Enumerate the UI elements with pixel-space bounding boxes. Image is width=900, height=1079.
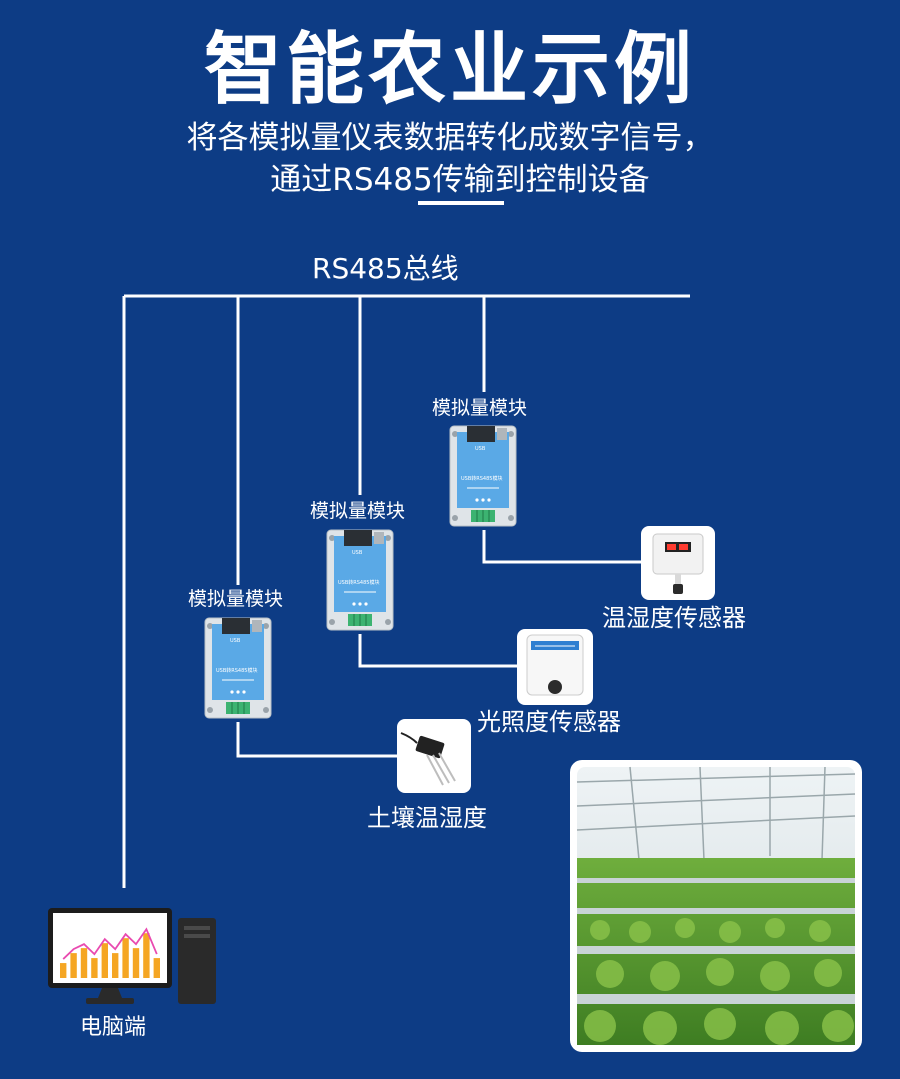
module-1-port-label: USB (230, 638, 241, 644)
greenhouse-photo (570, 760, 862, 1052)
module-3-port-label: USB (475, 446, 486, 452)
temp-humidity-sensor-icon (641, 526, 715, 600)
monitor-chart-bar (81, 948, 87, 978)
module-2-panel-title: USB转RS485模块 (338, 579, 379, 586)
module-3: USB USB转RS485模块 (449, 422, 517, 532)
module-2: USB USB转RS485模块 (326, 526, 394, 636)
soil-sensor-icon (397, 719, 471, 793)
monitor-chart-bar (102, 943, 108, 978)
module-3-label: 模拟量模块 (432, 396, 527, 420)
computer-label: 电脑端 (80, 1014, 146, 1042)
module-1-panel-title: USB转RS485模块 (216, 667, 257, 674)
module-1: USB USB转RS485模块 (204, 614, 272, 724)
temp-humidity-sensor-card (641, 526, 715, 600)
monitor-chart-bar (122, 938, 128, 978)
light-sensor-label: 光照度传感器 (477, 707, 621, 737)
light-sensor-icon (517, 629, 593, 705)
monitor-chart-bar (70, 953, 76, 978)
module-2-to-light-line (360, 634, 518, 666)
module-3-to-temp-line (484, 530, 642, 562)
light-sensor-card (517, 629, 593, 705)
greenhouse-photo-frame (570, 760, 862, 1052)
module-2-label: 模拟量模块 (310, 499, 405, 523)
module-1-to-soil-line (238, 722, 398, 756)
module-1-label: 模拟量模块 (188, 587, 283, 611)
monitor-chart-bar (91, 958, 97, 978)
computer-icon (46, 906, 220, 1010)
module-2-port-label: USB (352, 550, 363, 556)
module-3-panel-title: USB转RS485模块 (461, 475, 502, 482)
monitor-chart-bar (154, 958, 160, 978)
soil-sensor-card (397, 719, 471, 793)
monitor-chart-bar (112, 953, 118, 978)
soil-sensor-label: 土壤温湿度 (367, 803, 487, 833)
temp-humidity-sensor-label: 温湿度传感器 (602, 603, 746, 633)
monitor-chart-bar (60, 963, 66, 978)
monitor-chart-bar (143, 933, 149, 978)
monitor-chart-bar (133, 948, 139, 978)
